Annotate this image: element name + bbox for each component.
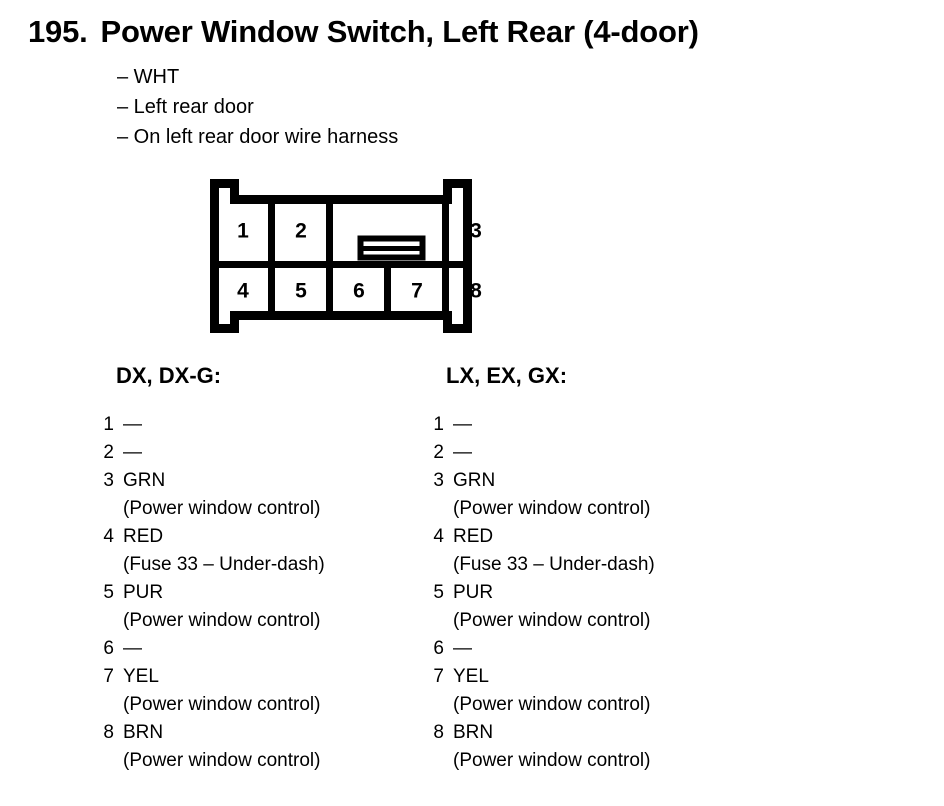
cavity-number-6: 6	[353, 280, 365, 303]
pin-entry: 6 —	[92, 635, 442, 663]
pin-description: (Power window control)	[123, 610, 321, 631]
pin-number: 5	[433, 582, 444, 603]
pin-entry: 1 —	[92, 411, 442, 439]
pin-list-dx-heading: DX, DX-G:	[116, 363, 222, 388]
pin-value: —	[453, 414, 472, 435]
connector-attribute-color: – WHT	[117, 66, 180, 88]
cavity-number-7: 7	[411, 280, 423, 303]
pin-value: —	[123, 414, 142, 435]
pin-number: 7	[433, 666, 444, 687]
pin-number: 2	[433, 442, 444, 463]
pin-list-lx-entries: 1 — 2 — 3 GRN (Power window control) 4 R…	[422, 411, 772, 775]
pin-number: 1	[103, 414, 114, 435]
pin-number: 6	[103, 638, 114, 659]
pin-description: (Power window control)	[123, 498, 321, 519]
pin-description: (Power window control)	[123, 694, 321, 715]
cavity-number-3: 3	[470, 220, 482, 243]
pin-entry: 7 YEL (Power window control)	[422, 663, 772, 719]
pin-list-lx-heading: LX, EX, GX:	[446, 363, 568, 388]
pin-value: —	[453, 638, 472, 659]
pin-description: (Power window control)	[453, 750, 651, 771]
pin-entry: 6 —	[422, 635, 772, 663]
pin-entry: 2 —	[422, 439, 772, 467]
pin-value: —	[123, 442, 142, 463]
connector-attribute-location: – Left rear door	[117, 96, 254, 118]
pin-number: 5	[103, 582, 114, 603]
pin-description: (Fuse 33 – Under-dash)	[123, 554, 325, 575]
pin-value: PUR	[453, 582, 494, 603]
pin-value: BRN	[453, 722, 494, 743]
pin-number: 8	[103, 722, 114, 743]
pin-entry: 1 —	[422, 411, 772, 439]
pin-number: 7	[103, 666, 114, 687]
pin-number: 2	[103, 442, 114, 463]
pin-number: 3	[433, 470, 444, 491]
connector-outline	[210, 179, 472, 333]
pin-entry: 7 YEL (Power window control)	[92, 663, 442, 719]
page-title-number: 195.	[28, 14, 88, 49]
pin-description: (Power window control)	[123, 750, 321, 771]
cavity-number-8: 8	[470, 280, 482, 303]
connector-attribute-harness: – On left rear door wire harness	[117, 126, 399, 148]
pin-description: (Fuse 33 – Under-dash)	[453, 554, 655, 575]
pin-entry: 8 BRN (Power window control)	[422, 719, 772, 775]
pin-number: 4	[433, 526, 444, 547]
pin-value: —	[123, 638, 142, 659]
cavity-number-1: 1	[237, 220, 249, 243]
cavity-number-5: 5	[295, 280, 307, 303]
pin-value: YEL	[123, 666, 159, 687]
pin-entry: 3 GRN (Power window control)	[92, 467, 442, 523]
cavity-number-2: 2	[295, 220, 307, 243]
pin-entry: 5 PUR (Power window control)	[92, 579, 442, 635]
page-title: 195. Power Window Switch, Left Rear (4-d…	[28, 14, 699, 50]
pin-value: GRN	[453, 470, 496, 491]
pin-description: (Power window control)	[453, 498, 651, 519]
pin-number: 3	[103, 470, 114, 491]
connector-attribute-list: – WHT – Left rear door – On left rear do…	[117, 62, 717, 152]
pin-number: 1	[433, 414, 444, 435]
pin-entry: 2 —	[92, 439, 442, 467]
pin-value: PUR	[123, 582, 164, 603]
pin-entry: 5 PUR (Power window control)	[422, 579, 772, 635]
pin-entry: 4 RED (Fuse 33 – Under-dash)	[92, 523, 442, 579]
pin-value: BRN	[123, 722, 164, 743]
pin-entry: 4 RED (Fuse 33 – Under-dash)	[422, 523, 772, 579]
pin-number: 6	[433, 638, 444, 659]
connector-diagram: 1 2 3 4 5 6 7 8	[196, 168, 526, 348]
pin-description: (Power window control)	[453, 694, 651, 715]
pin-value: RED	[123, 526, 164, 547]
pin-value: RED	[453, 526, 494, 547]
pin-number: 8	[433, 722, 444, 743]
pin-value: GRN	[123, 470, 166, 491]
pin-description: (Power window control)	[453, 610, 651, 631]
pin-value: YEL	[453, 666, 489, 687]
cavity-number-4: 4	[237, 280, 249, 303]
pin-value: —	[453, 442, 472, 463]
pin-list-dx-entries: 1 — 2 — 3 GRN (Power window control) 4 R…	[92, 411, 442, 775]
pin-number: 4	[103, 526, 114, 547]
pin-entry: 8 BRN (Power window control)	[92, 719, 442, 775]
pin-entry: 3 GRN (Power window control)	[422, 467, 772, 523]
page-title-text: Power Window Switch, Left Rear (4-door)	[100, 14, 699, 49]
